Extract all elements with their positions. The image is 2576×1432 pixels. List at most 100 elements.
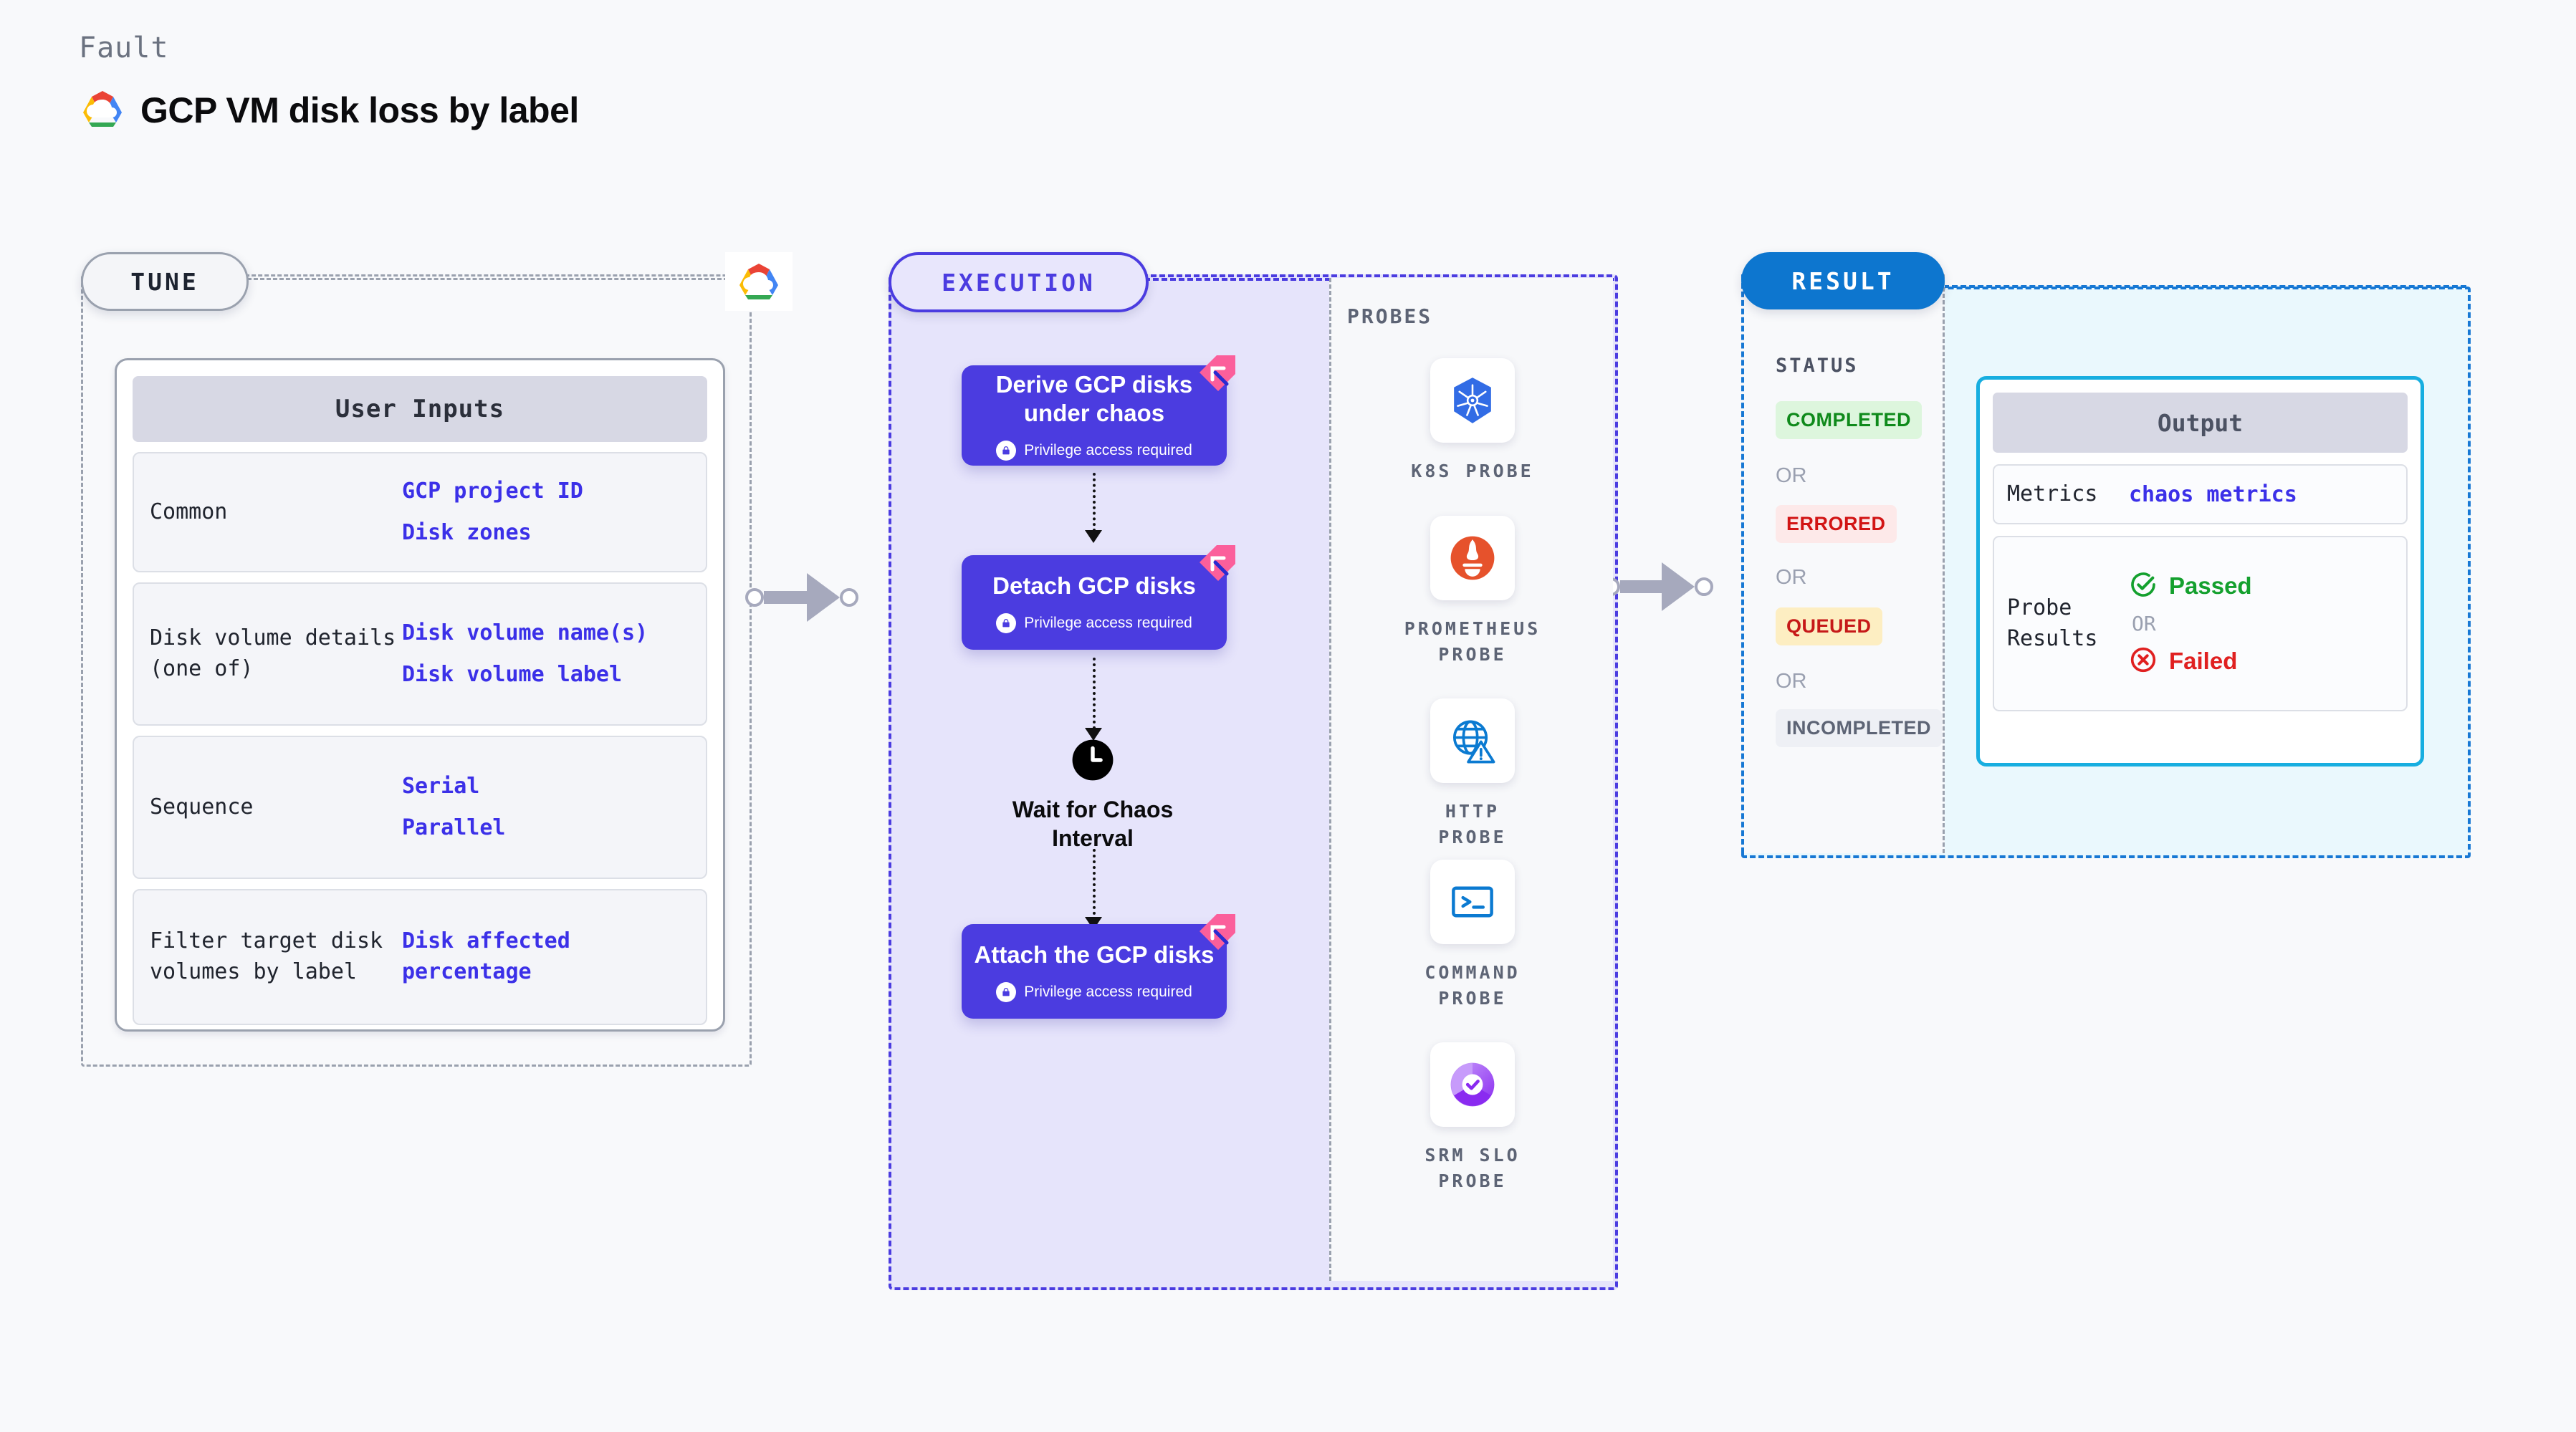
flow-line-3 [1093, 849, 1096, 915]
http-globe-warning-icon [1430, 698, 1515, 783]
status-section-label: STATUS [1776, 355, 1859, 377]
tune-value[interactable]: Disk volume name(s) [402, 620, 648, 645]
flow-arrow-2 [1085, 728, 1102, 741]
probe-passed-label: Passed [2169, 572, 2252, 599]
probe-label: K8S PROBE [1411, 461, 1534, 481]
tune-row-disk-volume-details: Disk volume details (one of) Disk volume… [133, 582, 707, 726]
tune-row-values: GCP project ID Disk zones [402, 479, 583, 546]
gcp-cloud-logo-icon [80, 90, 125, 131]
page-title: GCP VM disk loss by label [140, 90, 579, 130]
gcp-cloud-logo-icon [739, 264, 778, 299]
tune-row-values: Serial Parallel [402, 774, 506, 841]
step-title: Derive GCP disks under chaos [995, 370, 1193, 426]
tune-row-values: Disk affected percentage [402, 926, 699, 987]
probe-or-separator: OR [2132, 612, 2156, 635]
connector-arrow-head [1662, 562, 1695, 611]
tune-value[interactable]: Disk zones [402, 520, 532, 545]
connector-end-dot [1695, 577, 1713, 596]
output-row-value[interactable]: chaos metrics [2129, 481, 2297, 507]
probe-item-command[interactable]: COMMAND PROBE [1408, 860, 1537, 1012]
probe-label: PROMETHEUS PROBE [1404, 618, 1541, 665]
probe-result-passed: Passed [2129, 570, 2252, 602]
status-badge-queued: QUEUED [1776, 607, 1882, 645]
probe-result-failed: Failed [2129, 645, 2252, 677]
clock-icon [1071, 738, 1115, 782]
probe-item-prometheus[interactable]: PROMETHEUS PROBE [1404, 516, 1538, 668]
tune-panel-boundary [81, 274, 752, 1067]
lock-icon [996, 613, 1017, 634]
tune-top-connector-line [247, 278, 734, 280]
output-row-value: Passed OR Failed [2129, 570, 2252, 677]
output-row-key: Metrics [2007, 481, 2098, 506]
execution-step-derive-gcp-disks[interactable]: Derive GCP disks under chaos Privilege a… [962, 355, 1235, 466]
fault-kicker-label: Fault [79, 32, 169, 64]
privilege-text: Privilege access required [1024, 984, 1192, 1001]
tune-row-key: Sequence [150, 794, 254, 820]
flow-line-2 [1093, 658, 1096, 729]
tune-row-key: Common [150, 499, 228, 524]
harness-chaos-ribbon-icon [1200, 914, 1235, 950]
privilege-text: Privilege access required [1024, 615, 1192, 632]
tune-provider-logo [725, 252, 793, 311]
status-or-separator: OR [1776, 566, 1807, 589]
connector-execution-to-result [1601, 562, 1713, 611]
step-title: Detach GCP disks [992, 572, 1196, 599]
status-or-separator: OR [1776, 464, 1807, 487]
tune-value[interactable]: Disk affected percentage [402, 928, 570, 984]
harness-chaos-ribbon-icon [1200, 355, 1235, 391]
result-top-connector-line [1943, 285, 2466, 288]
tab-tune[interactable]: TUNE [81, 252, 249, 311]
connector-end-dot [840, 588, 858, 607]
check-circle-icon [2129, 570, 2158, 602]
probe-label: COMMAND PROBE [1425, 962, 1521, 1009]
probes-title: PROBES [1347, 304, 1433, 328]
user-inputs-title: User Inputs [133, 376, 707, 442]
tune-value[interactable]: GCP project ID [402, 479, 583, 504]
tune-value[interactable]: Disk volume label [402, 662, 623, 687]
page-title-row: GCP VM disk loss by label [80, 90, 579, 131]
srm-slo-icon [1430, 1042, 1515, 1127]
tune-row-key: Disk volume details (one of) [150, 625, 396, 681]
tune-row-key: Filter target disk volumes by label [150, 928, 383, 984]
probe-item-k8s[interactable]: K8S PROBE [1408, 358, 1537, 484]
connector-start-dot [745, 588, 764, 607]
tab-result[interactable]: RESULT [1741, 252, 1945, 309]
tune-value[interactable]: Parallel [402, 815, 506, 840]
status-badge-incompleted: INCOMPLETED [1776, 709, 1943, 747]
connector-bar [1620, 580, 1662, 593]
probe-failed-label: Failed [2169, 648, 2238, 674]
tune-row-common: Common GCP project ID Disk zones [133, 452, 707, 572]
probe-label: HTTP PROBE [1438, 801, 1507, 848]
result-status-column [1741, 274, 1945, 853]
flow-arrow-1 [1085, 530, 1102, 543]
lock-icon [996, 441, 1017, 461]
execution-step-attach-gcp-disks[interactable]: Attach the GCP disks Privilege access re… [962, 914, 1235, 1019]
status-or-separator: OR [1776, 670, 1807, 693]
probe-item-http[interactable]: HTTP PROBE [1408, 698, 1537, 851]
tune-row-values: Disk volume name(s) Disk volume label [402, 620, 648, 688]
tune-value[interactable]: Serial [402, 774, 480, 799]
execution-step-detach-gcp-disks[interactable]: Detach GCP disks Privilege access requir… [962, 545, 1235, 650]
step-title: Attach the GCP disks [974, 941, 1215, 968]
tab-execution[interactable]: EXECUTION [889, 252, 1149, 312]
tune-row-sequence: Sequence Serial Parallel [133, 736, 707, 879]
step-privilege-note: Privilege access required [996, 613, 1192, 634]
output-row-key: Probe Results [2007, 595, 2098, 651]
probe-label: SRM SLO PROBE [1425, 1145, 1521, 1192]
terminal-prompt-icon [1430, 860, 1515, 944]
privilege-text: Privilege access required [1024, 442, 1192, 459]
execution-wait-node: Wait for Chaos Interval [1003, 738, 1182, 852]
probe-item-srm-slo[interactable]: SRM SLO PROBE [1408, 1042, 1537, 1195]
harness-chaos-ribbon-icon [1200, 545, 1235, 581]
kubernetes-icon [1430, 358, 1515, 443]
step-privilege-note: Privilege access required [996, 441, 1192, 461]
output-title: Output [1993, 393, 2408, 453]
output-row-metrics: Metrics chaos metrics [1993, 464, 2408, 524]
flow-line-1 [1093, 473, 1096, 532]
connector-arrow-head [807, 573, 840, 622]
status-badge-errored: ERRORED [1776, 505, 1897, 543]
output-card: Output Metrics chaos metrics Probe Resul… [1976, 376, 2424, 767]
step-privilege-note: Privilege access required [996, 982, 1192, 1003]
prometheus-icon [1430, 516, 1515, 600]
connector-tune-to-execution [745, 573, 858, 622]
